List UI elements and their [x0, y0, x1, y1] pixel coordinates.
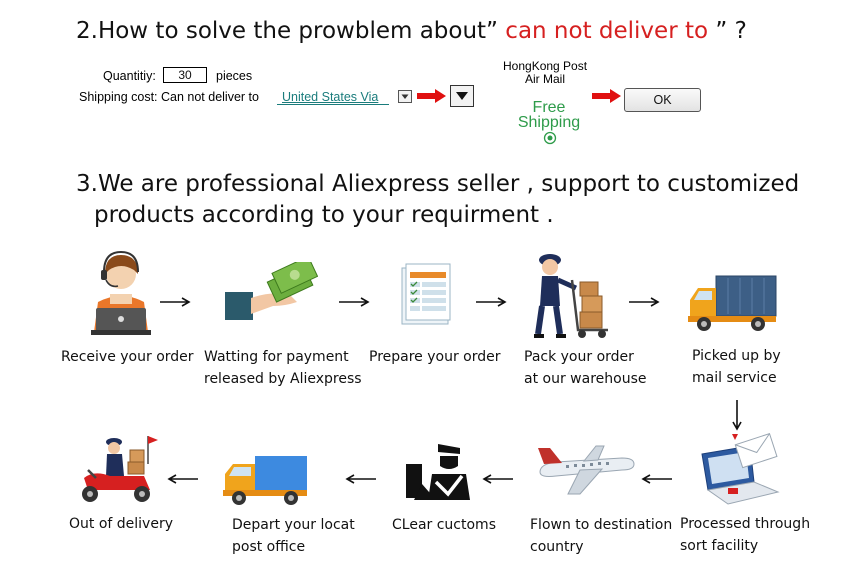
quantity-input[interactable]: 30 — [163, 67, 207, 83]
arrow-right-icon — [339, 297, 370, 307]
arrow-left-icon — [482, 474, 513, 484]
sort-facility-icon — [701, 433, 780, 505]
step-prepare-label: Prepare your order — [369, 349, 501, 365]
step-depart-line1: Depart your locat — [232, 517, 355, 533]
step-clear-label: CLear cuctoms — [392, 517, 496, 533]
customs-officer-icon — [406, 444, 470, 500]
step-payment-line2: released by Aliexpress — [204, 371, 362, 387]
customer-service-icon — [91, 250, 151, 335]
arrow-down-icon — [732, 400, 742, 431]
step-picked-line1: Picked up by — [692, 348, 781, 364]
radio-selected-icon[interactable] — [543, 131, 557, 145]
step-pack-line1: Pack your order — [524, 349, 634, 365]
carrier-line1: HongKong Post — [503, 59, 588, 73]
arrow-right-icon — [629, 297, 660, 307]
free-line2: Shipping — [517, 114, 581, 131]
red-arrow-icon — [417, 89, 446, 103]
arrow-right-icon — [160, 297, 191, 307]
quantity-label: Quantitiy: — [103, 69, 156, 83]
section2-heading: 2.How to solve the prowblem about” can n… — [76, 18, 747, 44]
heading-prefix: 2.How to solve the prowblem about” — [76, 18, 498, 44]
step-flown-line1: Flown to destination — [530, 517, 673, 533]
step-pack-line2: at our warehouse — [524, 371, 647, 387]
scooter-delivery-icon — [82, 436, 158, 502]
select-underline — [277, 104, 389, 105]
step-receive-label: Receive your order — [61, 349, 194, 365]
step-processed-label: Processed through sort facility — [680, 513, 810, 557]
step-picked-label: Picked up by mail service — [692, 345, 781, 389]
carrier-name: HongKong Post Air Mail — [503, 60, 587, 86]
arrow-left-icon — [641, 474, 672, 484]
warehouse-worker-icon — [534, 254, 608, 338]
airplane-icon — [538, 445, 635, 495]
order-document-icon — [401, 263, 451, 325]
pieces-label: pieces — [216, 69, 253, 83]
carrier-line2: Air Mail — [525, 72, 566, 86]
dropdown-button[interactable] — [450, 85, 474, 107]
step-processed-line2: sort facility — [680, 538, 759, 554]
ok-button[interactable]: OK — [624, 88, 701, 112]
step-payment-label: Watting for payment released by Aliexpre… — [204, 346, 362, 390]
step-payment-line1: Watting for payment — [204, 349, 349, 365]
free-line1: Free — [532, 99, 566, 116]
shipping-method-select[interactable]: United States Via — [282, 90, 379, 104]
arrow-left-icon — [167, 474, 198, 484]
arrow-left-icon — [345, 474, 376, 484]
heading-highlight: can not deliver to — [505, 18, 709, 44]
step-flown-label: Flown to destination country — [530, 514, 672, 558]
step-depart-line2: post office — [232, 539, 306, 555]
step-depart-label: Depart your locat post office — [232, 514, 355, 558]
red-arrow-icon — [592, 89, 621, 103]
step-processed-line1: Processed through — [680, 516, 811, 532]
section3-heading-line2: products according to your requirment . — [94, 202, 554, 228]
step-flown-line2: country — [530, 539, 584, 555]
post-truck-icon — [223, 456, 307, 505]
small-dropdown-icon[interactable] — [398, 90, 412, 103]
section3-heading-line1: 3.We are professional Aliexpress seller … — [76, 171, 800, 197]
payment-money-icon — [225, 262, 318, 320]
step-pack-label: Pack your order at our warehouse — [524, 346, 646, 390]
step-out-label: Out of delivery — [69, 516, 173, 532]
shipping-cost-label: Shipping cost: Can not deliver to — [79, 90, 259, 104]
free-shipping-label: Free Shipping — [513, 99, 585, 131]
delivery-truck-icon — [688, 275, 777, 331]
arrow-right-icon — [476, 297, 507, 307]
heading-suffix: ” ? — [715, 18, 747, 44]
step-picked-line2: mail service — [692, 370, 777, 386]
